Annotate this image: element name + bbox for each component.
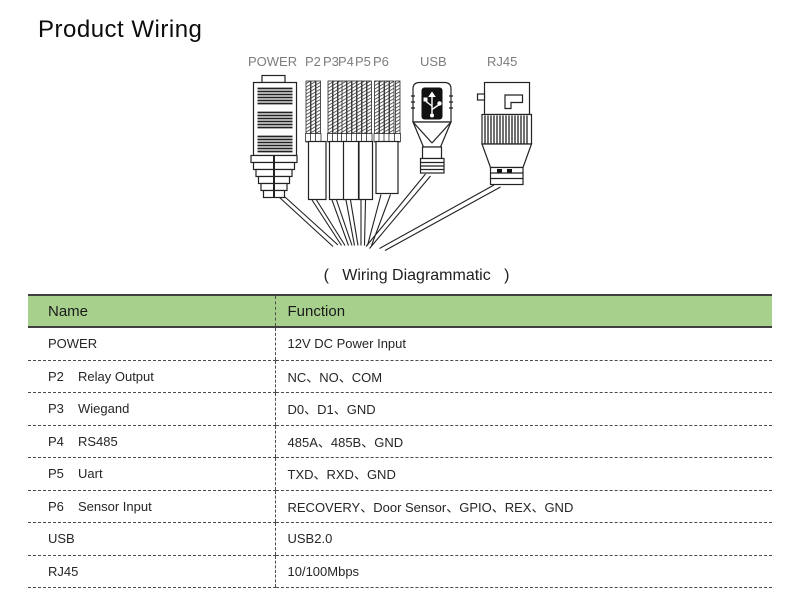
row-name-code: P6 — [48, 498, 64, 514]
row-function: TXD、RXD、GND — [274, 457, 772, 491]
rj45-connector — [476, 81, 533, 186]
row-function: 12V DC Power Input — [274, 327, 772, 361]
header-name: Name — [28, 295, 275, 328]
row-name-code: P4 — [48, 433, 64, 449]
wire-sleeves — [307, 140, 399, 201]
row-function: D0、D1、GND — [274, 392, 772, 426]
table-row-rj45: RJ45 10/100Mbps — [28, 555, 772, 588]
table-row-p3: P3 Wiegand D0、D1、GND — [28, 392, 772, 426]
p3-label: P3 — [323, 54, 339, 69]
row-function: NC、NO、COM — [274, 360, 772, 393]
table-row-p4: P4 RS485 485A、485B、GND — [28, 425, 772, 458]
power-connector — [250, 74, 298, 199]
rj45-label: RJ45 — [487, 54, 517, 69]
wiring-table: Name Function POWER 12V DC Power Input P… — [28, 294, 772, 588]
table-row-power: POWER 12V DC Power Input — [28, 327, 772, 361]
table-row-p6: P6 Sensor Input RECOVERY、Door Sensor、GPIO… — [28, 490, 772, 523]
row-name-label: Relay Output — [78, 368, 154, 384]
table-header-row: Name Function — [28, 295, 772, 328]
wires — [278, 173, 501, 251]
p4-label: P4 — [338, 54, 354, 69]
row-function: RECOVERY、Door Sensor、GPIO、REX、GND — [274, 490, 772, 523]
p5-label: P5 — [355, 54, 371, 69]
table-row-usb: USB USB2.0 — [28, 522, 772, 556]
row-name-code: P2 — [48, 368, 64, 384]
row-name-code: RJ45 — [48, 563, 79, 579]
crimp-bands — [305, 133, 401, 142]
row-name-code: P3 — [48, 401, 64, 417]
row-function: USB2.0 — [274, 522, 772, 556]
p2-label: P2 — [305, 54, 321, 69]
usb-connector — [411, 81, 453, 174]
table-row-p5: P5 Uart TXD、RXD、GND — [28, 457, 772, 491]
header-function: Function — [274, 295, 772, 328]
wiring-diagram: POWER P2 P3 P4 P5 P6 USB RJ45 — [248, 54, 533, 251]
power-label: POWER — [248, 54, 297, 69]
row-name-label: Sensor Input — [78, 498, 152, 514]
diagram-caption: ( Wiring Diagrammatic ) — [323, 267, 510, 284]
row-name-code: USB — [48, 531, 75, 547]
row-name-code: POWER — [48, 336, 98, 352]
table-row-p2: P2 Relay Output NC、NO、COM — [28, 360, 772, 393]
p6-label: P6 — [373, 54, 389, 69]
row-function: 10/100Mbps — [274, 555, 772, 588]
row-name-code: P5 — [48, 466, 64, 482]
page-title: Product Wiring — [38, 16, 203, 43]
row-name-label: RS485 — [78, 433, 118, 449]
usb-label: USB — [420, 54, 447, 69]
wire-strands — [305, 80, 401, 143]
row-function: 485A、485B、GND — [274, 425, 772, 458]
row-name-label: Wiegand — [78, 401, 130, 417]
row-name-label: Uart — [78, 466, 103, 482]
